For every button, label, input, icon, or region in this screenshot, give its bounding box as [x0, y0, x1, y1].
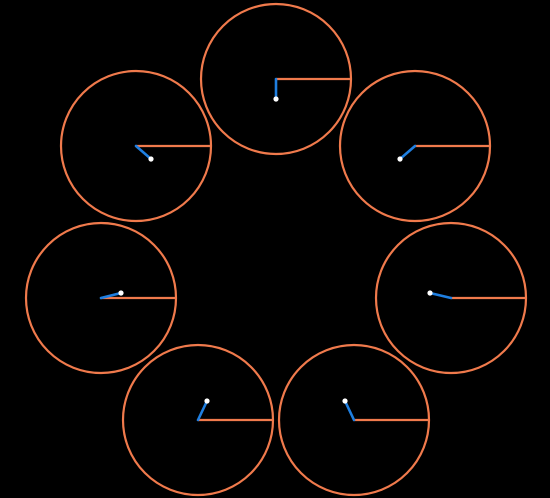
- dial-pivot-dot: [273, 96, 279, 102]
- dial-hand: [99, 291, 123, 300]
- dial-hand: [428, 291, 453, 300]
- dials-group: [24, 2, 528, 497]
- dial-left: [24, 221, 178, 375]
- dial-pivot-dot: [148, 156, 154, 162]
- dial-right: [374, 221, 528, 375]
- dial-lower-right: [277, 343, 431, 497]
- dial-upper-right: [338, 69, 492, 223]
- dial-hand: [398, 144, 417, 161]
- dial-hand: [196, 399, 209, 422]
- dial-pivot-dot: [204, 398, 210, 404]
- dial-hand: [134, 144, 153, 161]
- dial-top: [199, 2, 353, 156]
- dial-pivot-dot: [427, 290, 433, 296]
- dial-pivot-dot: [118, 290, 124, 296]
- dial-hand: [343, 399, 356, 422]
- dial-pivot-dot: [397, 156, 403, 162]
- dial-lower-left: [121, 343, 275, 497]
- dial-upper-left: [59, 69, 213, 223]
- dial-pivot-dot: [342, 398, 348, 404]
